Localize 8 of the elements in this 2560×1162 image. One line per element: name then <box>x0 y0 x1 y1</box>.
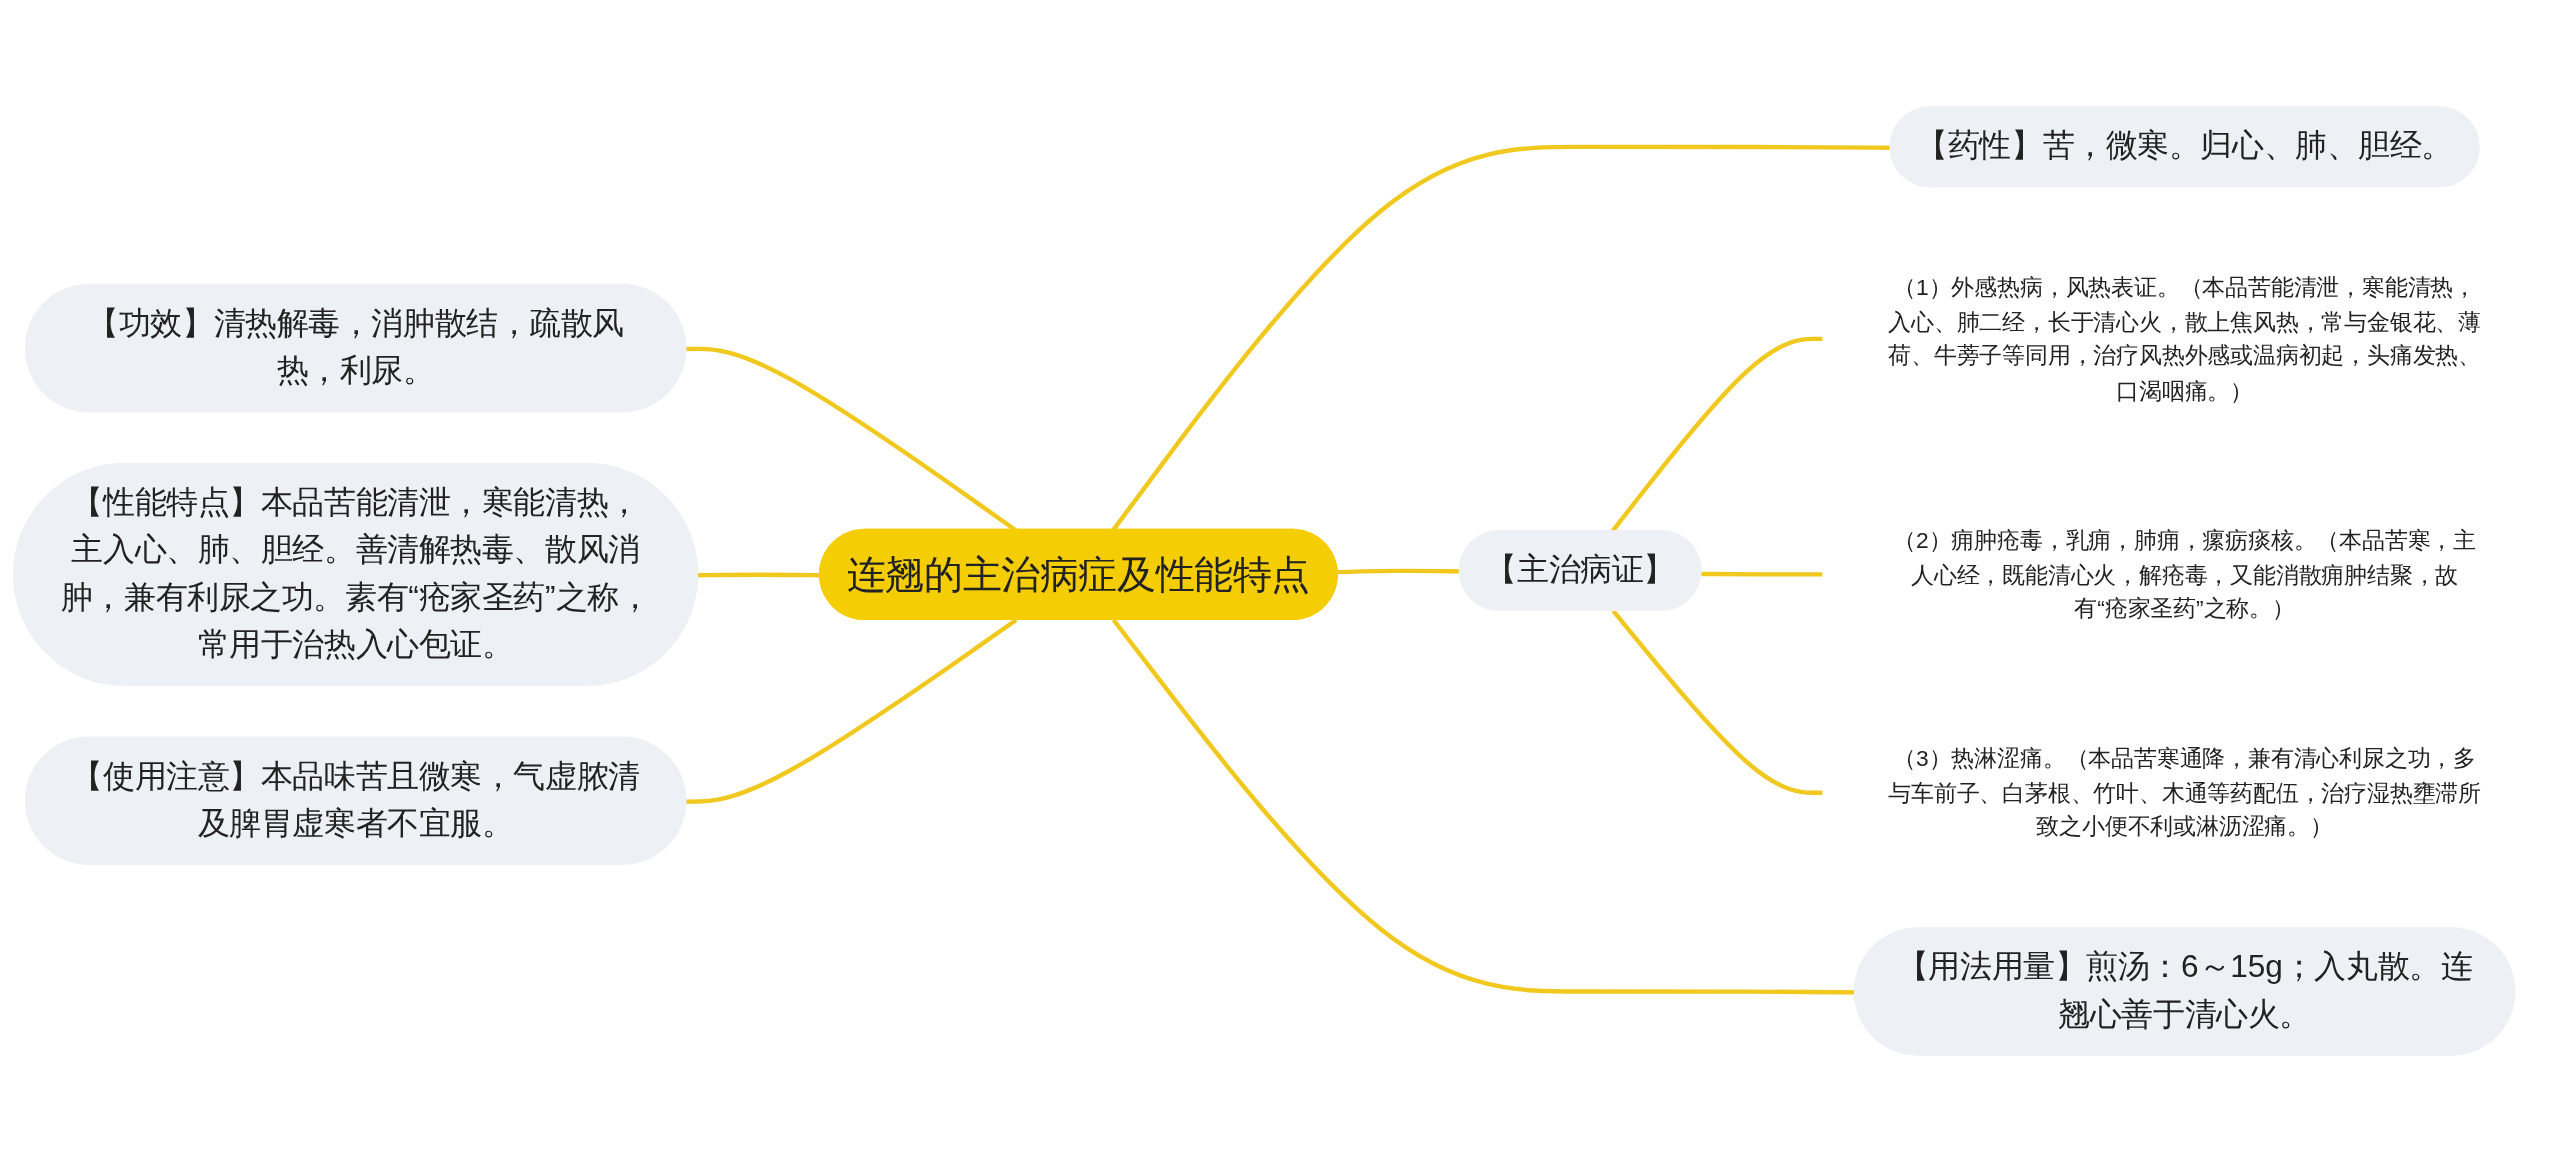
connector <box>1611 609 1824 795</box>
node-text: （1）外感热病，风热表证。（本品苦能清泄，寒能清热，入心、肺二经，长于清心火，散上焦风热，常与金银花、薄荷、牛蒡子等同用，治疗风热外感或温病初起，头痛发热、口渴咽痛。） <box>1888 274 2482 403</box>
connector <box>686 618 1018 804</box>
node-text: （2）痈肿疮毒，乳痈，肺痈，瘰疬痰核。（本品苦寒，主人心经，既能清心火，解疮毒，又能消散痈肿结聚，故有“疮家圣药”之称。） <box>1893 526 2476 622</box>
connector <box>1111 618 1856 995</box>
node-text: （3）热淋涩痛。（本品苦寒通降，兼有清心利尿之功，多与车前子、白茅根、竹叶、木通等药配伍，治疗湿热壅滞所致之小便不利或淋沥涩痛。） <box>1888 745 2482 840</box>
connector <box>698 572 821 578</box>
connector <box>1701 571 1824 577</box>
